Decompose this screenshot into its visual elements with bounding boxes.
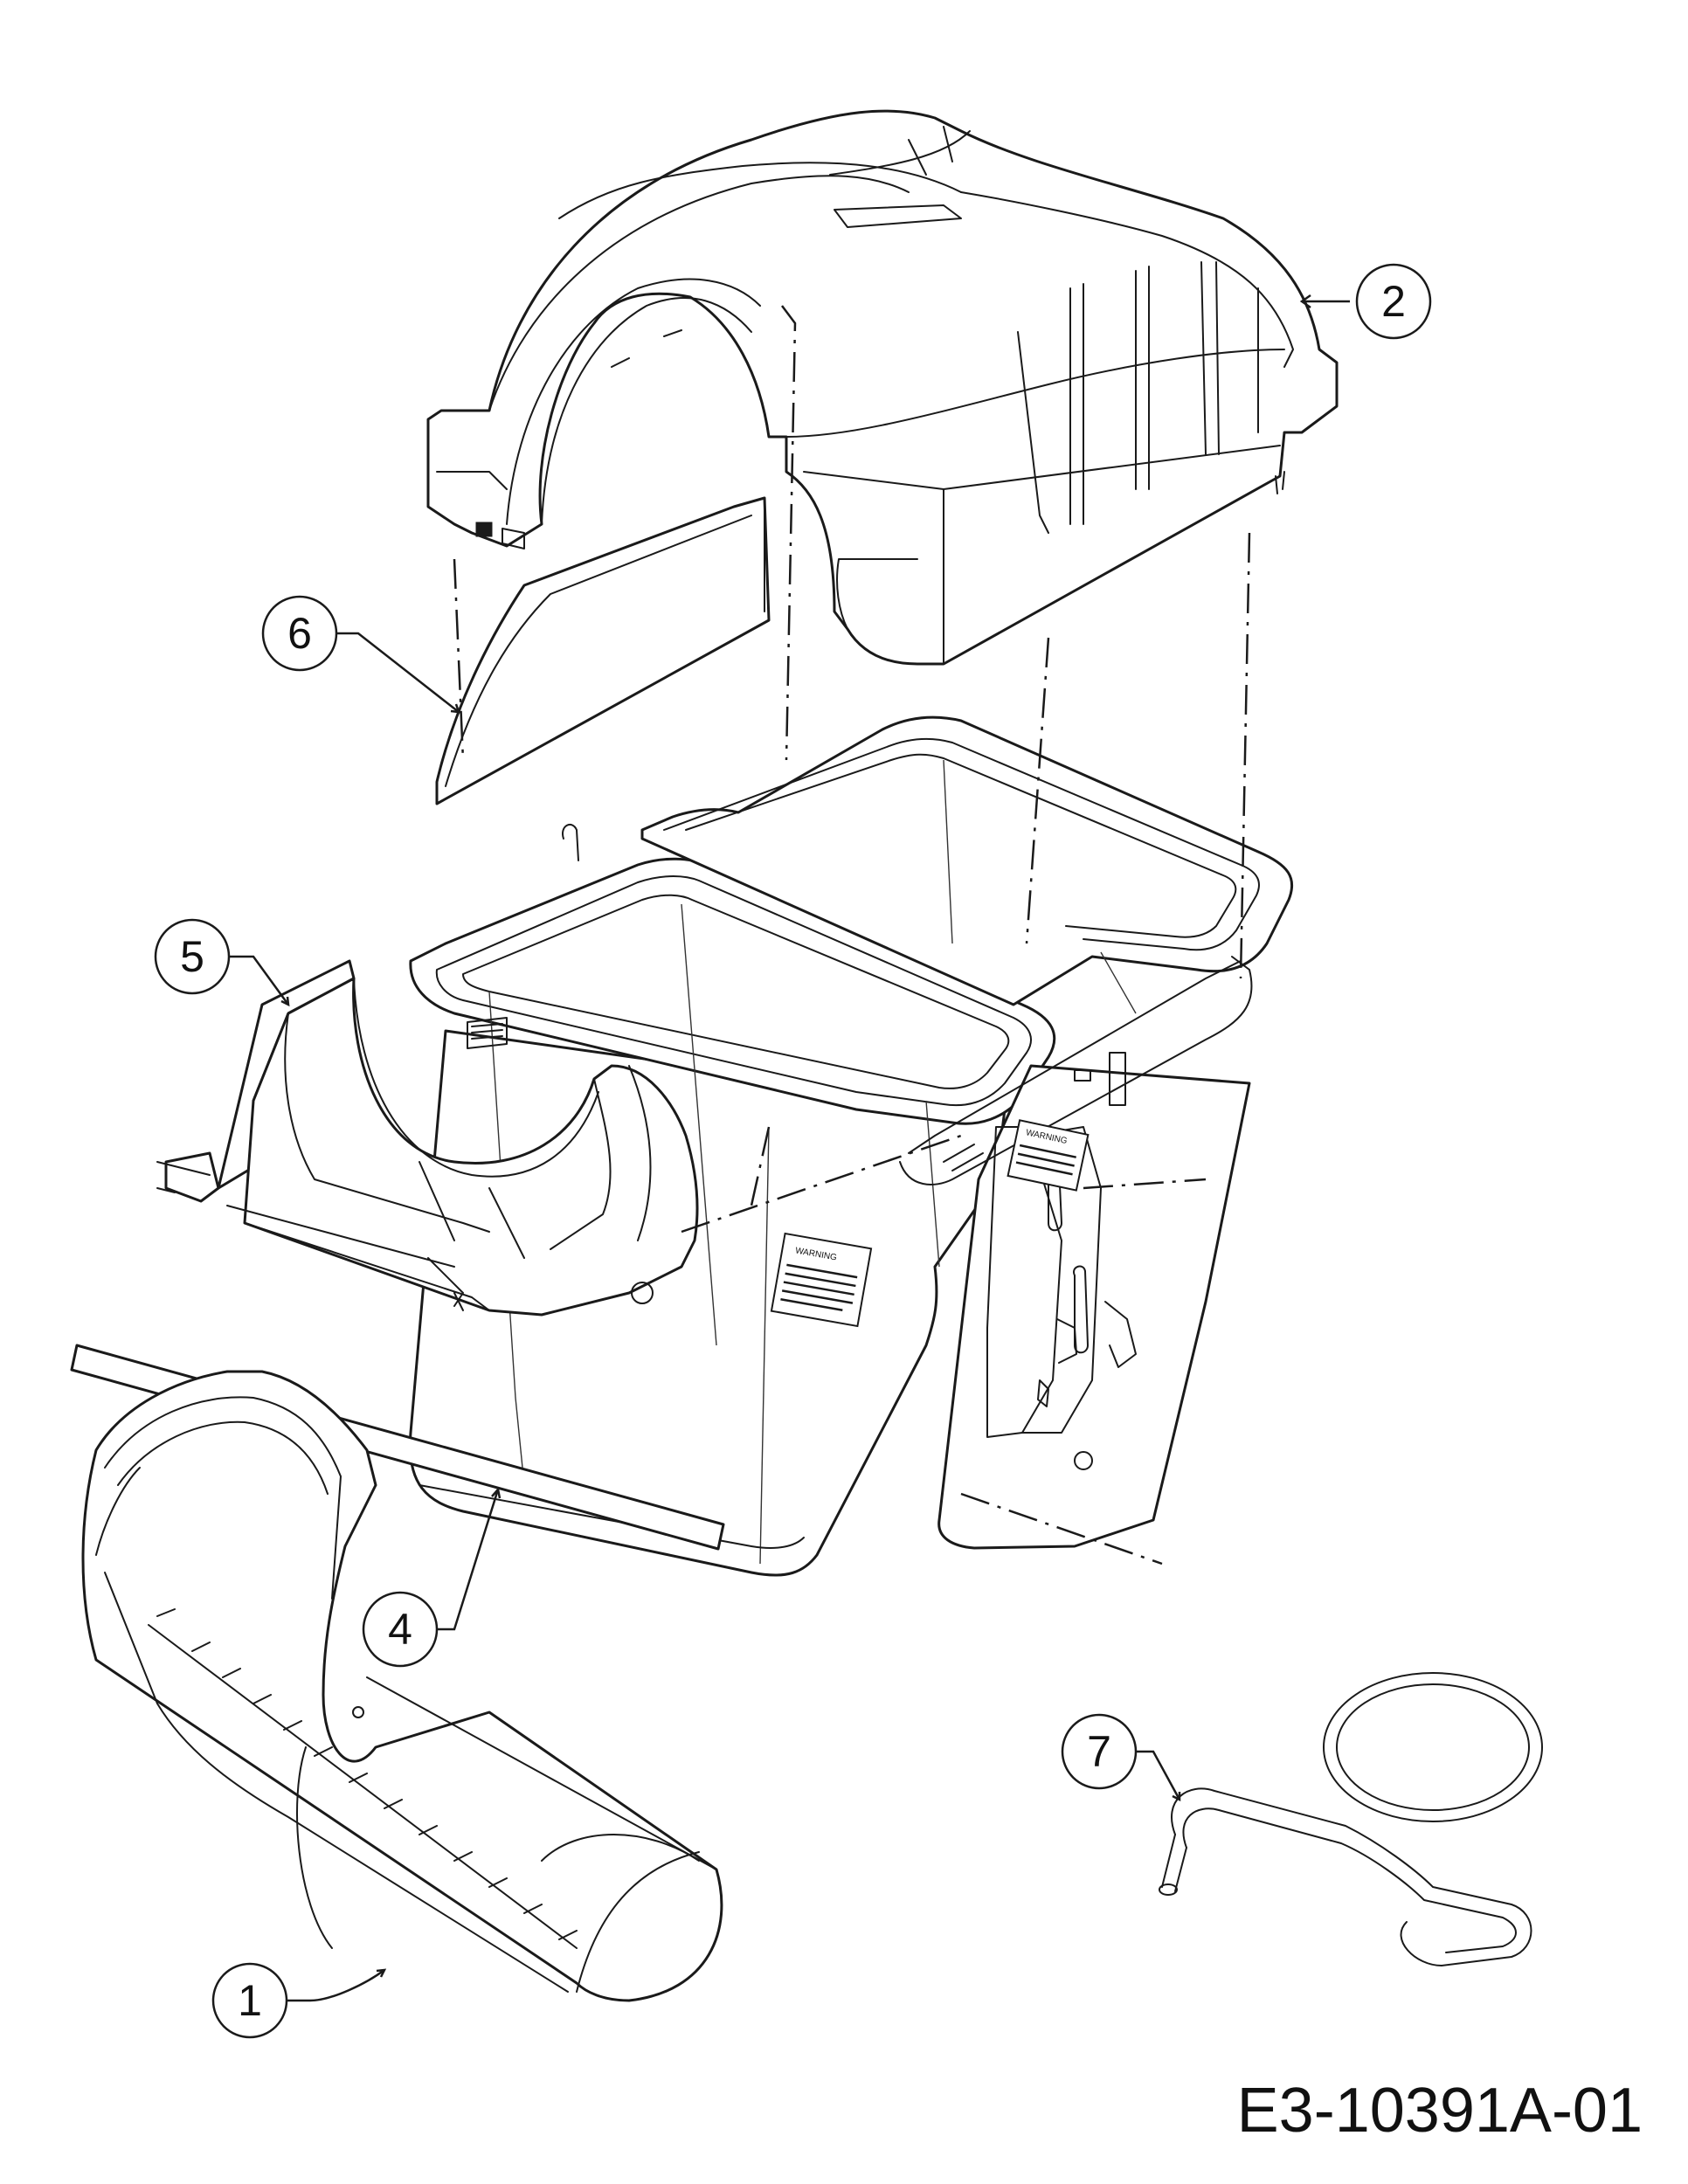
callout-1: 1 — [211, 1962, 387, 2039]
warning-decal-right: WARNING — [1007, 1119, 1090, 1192]
callout-6-label: 6 — [287, 609, 312, 658]
callout-5: 5 — [154, 918, 290, 1007]
assembly-centerlines — [453, 305, 1251, 1565]
part-5-chute-adapter — [156, 959, 699, 1317]
callout-1-label: 1 — [238, 1976, 262, 2025]
callout-5-label: 5 — [180, 932, 204, 981]
part-2-catcher-cover — [426, 109, 1339, 666]
part-1-discharge-tube — [81, 1370, 723, 2002]
callout-2: 2 — [1299, 263, 1432, 340]
callout-6: 6 — [261, 595, 460, 714]
callout-4: 4 — [362, 1487, 502, 1668]
callout-7: 7 — [1061, 1713, 1181, 1802]
part-7-wire-hook — [1159, 1672, 1543, 1966]
callout-7-label: 7 — [1087, 1727, 1111, 1776]
callout-4-label: 4 — [388, 1605, 412, 1654]
catcher-bin-right: WARNING — [640, 715, 1294, 1550]
part-6-deflector-plate — [435, 496, 771, 805]
drawing-id: E3-10391A-01 — [1237, 2076, 1643, 2146]
callout-2-label: 2 — [1381, 277, 1406, 326]
warning-decal-left: WARNING — [770, 1232, 873, 1328]
